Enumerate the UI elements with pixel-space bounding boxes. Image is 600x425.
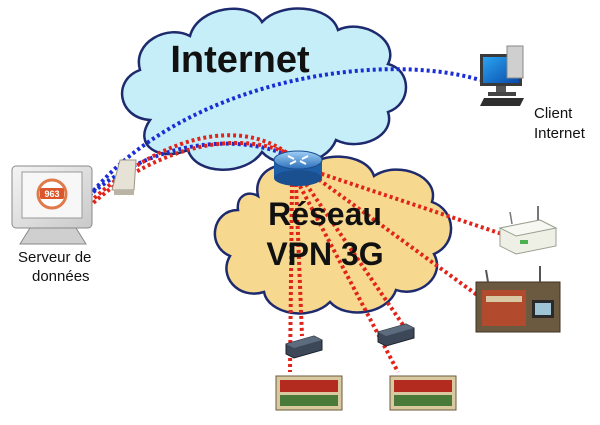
server-screen-badge: 963 [44, 189, 59, 199]
vpn-cloud-label-line2: VPN 3G [266, 236, 384, 272]
wall-box-icon[interactable] [498, 206, 558, 255]
link-router-wallbox [309, 168, 503, 236]
link-server-client [84, 67, 481, 202]
link-router-panel [312, 174, 486, 302]
server-computer[interactable]: 963 [11, 165, 93, 245]
controller-right-icon[interactable] [389, 375, 457, 411]
access-point-icon [111, 159, 137, 195]
control-panel-icon[interactable] [475, 266, 561, 333]
modem-right-icon[interactable] [377, 323, 415, 347]
vpn-cloud-label-line1: Réseau [268, 196, 382, 232]
internet-cloud-label: Internet [170, 39, 310, 81]
link-router-controller-left [288, 183, 294, 373]
client-label-line2: Internet [534, 125, 585, 142]
link-server-router [82, 141, 299, 202]
link-router-server-2 [74, 140, 302, 222]
server-label-line1: Serveur de [18, 249, 92, 266]
internet-cloud [120, 7, 408, 171]
server-label-line2: données [32, 268, 90, 285]
link-router-server [78, 133, 298, 214]
internet-links [82, 67, 481, 202]
client-computer[interactable] [480, 45, 524, 106]
client-label-line1: Client [534, 105, 573, 122]
controller-left-icon[interactable] [275, 375, 343, 411]
modem-left-icon[interactable] [285, 335, 323, 359]
router-icon[interactable] [273, 150, 323, 186]
link-router-modem-right [304, 182, 414, 340]
link-router-modem-left [294, 183, 304, 337]
